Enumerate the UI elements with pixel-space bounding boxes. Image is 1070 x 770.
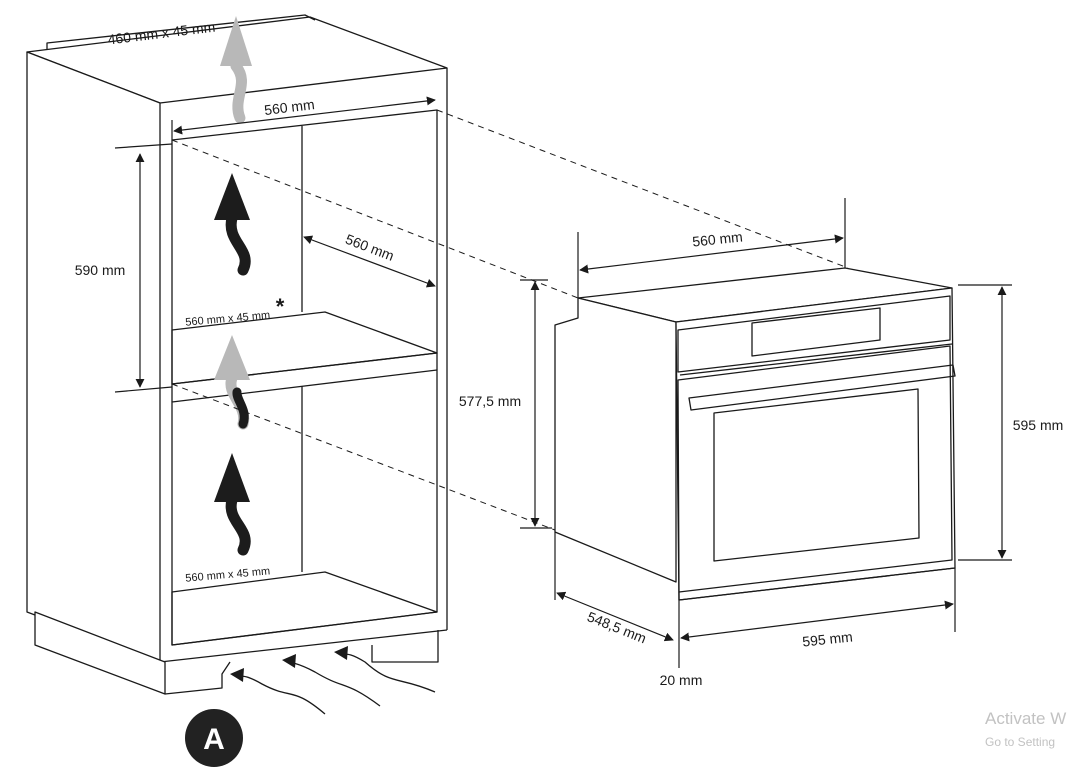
dim-inner-width-line xyxy=(173,96,436,135)
oven-side xyxy=(554,297,677,583)
dim-niche-depth-line xyxy=(303,235,436,288)
watermark-title: Activate W xyxy=(985,709,1066,728)
oven-display xyxy=(751,307,881,357)
airflow-arrows xyxy=(214,16,436,715)
label-inner-width: 560 mm xyxy=(263,96,315,118)
label-upper-shelf-vent: 560 mm x 45 mm xyxy=(185,309,271,328)
airflow-arrow-lower xyxy=(214,453,251,556)
dim-oven-depth-line xyxy=(556,591,674,642)
oven-dimensions xyxy=(520,198,1012,668)
label-oven-front-height: 595 mm xyxy=(1013,417,1064,433)
oven-control-panel xyxy=(677,295,951,373)
cabinet-dimensions xyxy=(114,96,436,393)
label-oven-front-width: 595 mm xyxy=(801,628,853,649)
airflow-arrow-upper xyxy=(214,173,251,276)
oven-front xyxy=(675,287,956,601)
oven-window xyxy=(713,388,920,562)
label-oven-body-height: 577,5 mm xyxy=(459,393,521,409)
label-oven-depth: 548,5 mm xyxy=(585,608,649,646)
badge-a: A xyxy=(185,709,243,767)
intake-arrows xyxy=(230,646,436,715)
svg-text:A: A xyxy=(203,723,225,756)
lower-shelf xyxy=(171,571,438,646)
activation-watermark: Activate W Go to Setting xyxy=(985,709,1066,749)
watermark-subtitle: Go to Setting xyxy=(985,735,1055,749)
label-niche-depth: 560 mm xyxy=(343,231,396,264)
lower-niche xyxy=(171,369,438,646)
oven-door xyxy=(677,345,953,593)
label-lower-shelf-vent: 560 mm x 45 mm xyxy=(185,565,271,584)
label-niche-height: 590 mm xyxy=(75,262,126,278)
label-upper-shelf-mark: * xyxy=(276,294,285,319)
upper-niche xyxy=(171,109,438,385)
oven xyxy=(554,267,956,601)
cabinet xyxy=(26,14,448,695)
oven-door-handle xyxy=(688,364,956,411)
cabinet-top-lip xyxy=(46,14,316,50)
dim-oven-width-top-line xyxy=(579,234,844,274)
airflow-arrow-middle xyxy=(214,335,250,430)
dim-oven-front-width-line xyxy=(680,600,954,642)
label-door-offset: 20 mm xyxy=(660,672,703,688)
label-oven-width-top: 560 mm xyxy=(691,228,743,249)
